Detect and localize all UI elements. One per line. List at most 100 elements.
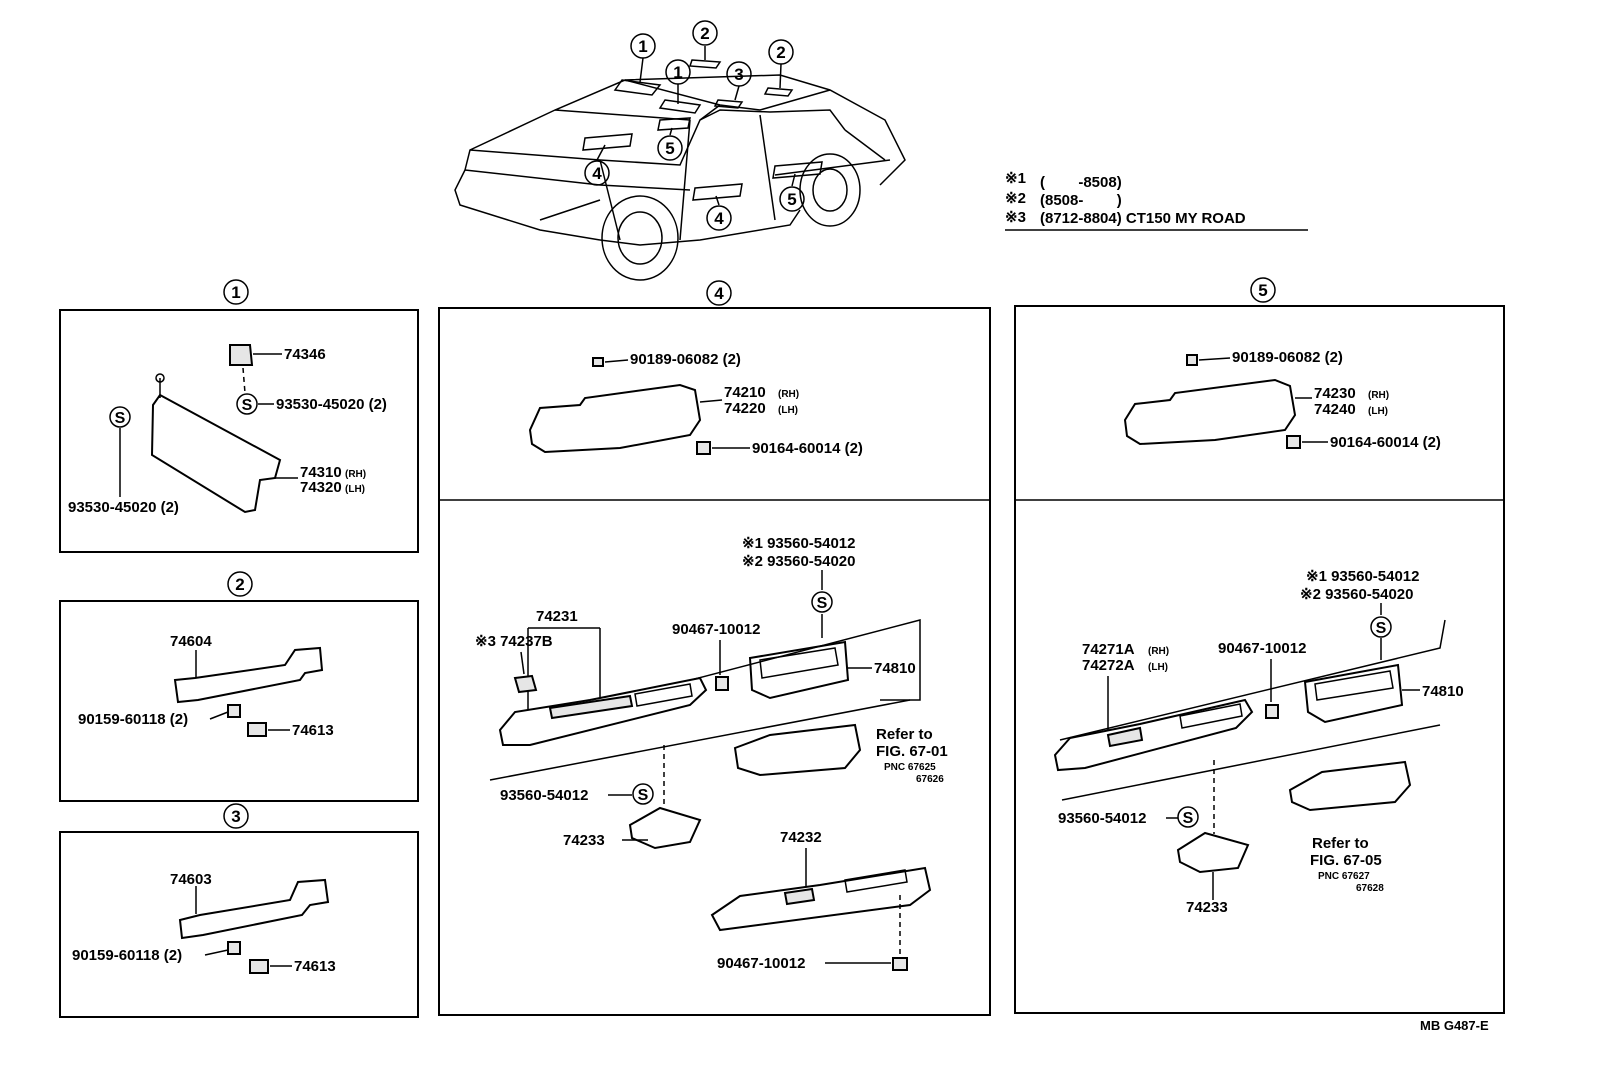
- section-2-box: [59, 600, 419, 802]
- svg-text:1: 1: [673, 63, 682, 82]
- car-callout-3: 3: [726, 61, 752, 87]
- section-2: 2 74604 90159-60118 (2) 74613: [59, 571, 419, 802]
- car-callout-2a: 2: [692, 20, 718, 46]
- pnc1-text-4: PNC 67625: [884, 762, 936, 773]
- svg-text:1: 1: [231, 283, 240, 302]
- label-74810-5: 74810: [1422, 683, 1464, 700]
- svg-text:5: 5: [665, 139, 674, 158]
- section-3-label: 3: [223, 803, 249, 829]
- section-5-box: [1014, 305, 1505, 1014]
- label-93530-a: 93530-45020 (2): [276, 396, 387, 413]
- section-5-label: 5: [1250, 277, 1276, 303]
- svg-text:5: 5: [1258, 281, 1267, 300]
- label-90467-4a: 90467-10012: [672, 621, 760, 638]
- refer-text-4: Refer to: [876, 726, 933, 743]
- legend-notes: ※1 ( -8508) ※2 (8508- ) ※3 (8712-8804) C…: [1005, 170, 1308, 231]
- sun-visor-part: [150, 393, 282, 514]
- label-90467-5: 90467-10012: [1218, 640, 1306, 657]
- svg-text:(RH): (RH): [1148, 646, 1169, 657]
- label-93560-5: 93560-54012: [1058, 810, 1146, 827]
- label-74613-b: 74613: [294, 958, 336, 975]
- label-74320: 74320: [300, 479, 342, 496]
- legend-mark-3: ※3: [1005, 209, 1026, 226]
- svg-text:S: S: [638, 787, 649, 804]
- regulator-ref-5-part: [1288, 760, 1412, 812]
- label-74603: 74603: [170, 871, 212, 888]
- label-74233-4: 74233: [563, 832, 605, 849]
- pnc2-text-5: 67628: [1356, 883, 1384, 894]
- svg-text:S: S: [115, 410, 126, 427]
- assist-grip-74604-part: [173, 646, 324, 704]
- section-1-label: 1: [223, 279, 249, 305]
- switch-base-74232-part: [710, 866, 932, 932]
- refer-text-5: Refer to: [1312, 835, 1369, 852]
- label-74613-a: 74613: [292, 722, 334, 739]
- label-74310: 74310: [300, 464, 342, 481]
- section-4-label: 4: [706, 280, 732, 306]
- footer-code: MB G487-E: [1420, 1018, 1489, 1033]
- section-1: 1 74346 S 93530-45020 (2) 74310 (RH) 743…: [59, 279, 419, 553]
- svg-text:1: 1: [638, 37, 647, 56]
- s-mark-1b: [109, 406, 131, 428]
- section-1-box: [59, 309, 419, 553]
- fig-text-5: FIG. 67-05: [1310, 852, 1382, 869]
- svg-text:(RH): (RH): [778, 389, 799, 400]
- car-callout-5b: 5: [779, 186, 805, 212]
- label-90164-5: 90164-60014 (2): [1330, 434, 1441, 451]
- s-mark-4b: [632, 783, 654, 805]
- fig-text-4: FIG. 67-01: [876, 743, 948, 760]
- label-74346: 74346: [284, 346, 326, 363]
- svg-text:(RH): (RH): [345, 469, 366, 480]
- svg-text:(LH): (LH): [1368, 406, 1388, 417]
- car-callout-4a: 4: [584, 160, 610, 186]
- clip-74346-part: [229, 344, 254, 366]
- note-2-section-4: ※2 93560-54020: [742, 553, 856, 570]
- note-1-section-4: ※1 93560-54012: [742, 535, 856, 552]
- box-74810-part: [748, 640, 850, 700]
- svg-text:(LH): (LH): [345, 484, 365, 495]
- label-93530-b: 93530-45020 (2): [68, 499, 179, 516]
- label-93560-4: 93560-54012: [500, 787, 588, 804]
- svg-text:5: 5: [787, 190, 796, 209]
- label-74237b: ※3 74237B: [475, 633, 553, 650]
- svg-text:2: 2: [776, 43, 785, 62]
- s-mark-4a: [811, 591, 833, 613]
- label-74210: 74210: [724, 384, 766, 401]
- label-74233-5: 74233: [1186, 899, 1228, 916]
- label-74232: 74232: [780, 829, 822, 846]
- legend-mark-1: ※1: [1005, 170, 1026, 187]
- assist-grip-74603-part: [178, 878, 330, 940]
- label-90467-4b: 90467-10012: [717, 955, 805, 972]
- legend-mark-2: ※2: [1005, 190, 1026, 207]
- s-mark-1a: [236, 393, 258, 415]
- s-mark-5a: [1370, 616, 1392, 638]
- section-3-box: [59, 831, 419, 1018]
- label-74231: 74231: [536, 608, 578, 625]
- car-callout-5a: 5: [657, 135, 683, 161]
- bezel-74233-part: [628, 806, 702, 850]
- section-5: 5 90189-06082 (2) 74230 (RH) 74240 (LH) …: [1014, 277, 1505, 1014]
- legend-text-2: (8508- ): [1040, 192, 1122, 209]
- svg-text:(RH): (RH): [1368, 390, 1389, 401]
- label-74271a: 74271A: [1082, 641, 1135, 658]
- svg-text:3: 3: [734, 65, 743, 84]
- note-1-section-5: ※1 93560-54012: [1306, 568, 1420, 585]
- car-overview: 1 1 2 2 3 4 4 5: [454, 20, 906, 281]
- regulator-ref-part: [733, 723, 862, 777]
- switch-base-74231-part: [498, 676, 708, 746]
- section-2-label: 2: [227, 571, 253, 597]
- pnc2-text-4: 67626: [916, 774, 944, 785]
- armrest-74210-part: [528, 383, 702, 454]
- svg-text:S: S: [817, 595, 828, 612]
- legend-text-1: ( -8508): [1040, 174, 1122, 191]
- svg-text:4: 4: [592, 164, 602, 183]
- car-callout-1a: 1: [630, 33, 656, 59]
- label-90164-4: 90164-60014 (2): [752, 440, 863, 457]
- label-90189-4: 90189-06082 (2): [630, 351, 741, 368]
- label-90159-b: 90159-60118 (2): [72, 947, 182, 964]
- svg-text:S: S: [242, 397, 253, 414]
- svg-text:(LH): (LH): [1148, 662, 1168, 673]
- note-2-section-5: ※2 93560-54020: [1300, 586, 1414, 603]
- s-mark-5b: [1177, 806, 1199, 828]
